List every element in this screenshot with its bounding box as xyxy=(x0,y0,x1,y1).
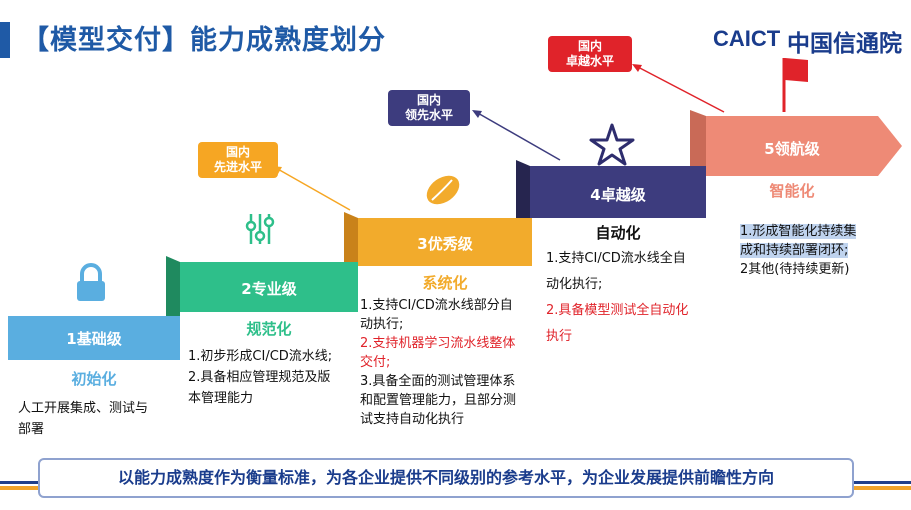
step-5-arrow xyxy=(706,116,902,176)
level-2-desc: 1.初步形成CI/CD流水线; 2.具备相应管理规范及版 本管理能力 xyxy=(188,349,333,406)
level-2-sub: 规范化 xyxy=(246,320,292,338)
level-3-label: 3优秀级 xyxy=(417,235,473,253)
step-3-block xyxy=(358,218,532,266)
level-5-desc: 1.形成智能化持续集 成和持续部署闭环; 2其他(待持续更新) xyxy=(740,224,857,277)
page-title: 【模型交付】能力成熟度划分 xyxy=(22,25,386,56)
step-2-riser xyxy=(166,256,180,316)
level-5-sub: 智能化 xyxy=(769,182,815,200)
leaf-icon xyxy=(426,175,460,205)
arrow-advanced xyxy=(275,167,351,211)
logo-caict: CAICT xyxy=(713,26,781,51)
level-5-label: 5领航级 xyxy=(764,140,820,158)
arrow-leading xyxy=(475,111,561,161)
step-5-riser xyxy=(690,110,706,166)
logo-cn: 中国信通院 xyxy=(787,31,902,57)
level-3-desc: 1.支持CI/CD流水线部分自 动执行; 2.支持机器学习流水线整体 交付; 3… xyxy=(360,298,517,427)
footer-banner: 以能力成熟度作为衡量标准，为各企业提供不同级别的参考水平，为企业发展提供前瞻性方… xyxy=(38,458,854,498)
step-4-block xyxy=(530,166,706,218)
step-3-riser xyxy=(344,212,358,262)
step-2-block xyxy=(180,262,358,312)
level-3-sub: 系统化 xyxy=(422,274,468,292)
level-1-label: 1基础级 xyxy=(66,330,122,348)
sliders-icon xyxy=(245,214,275,244)
badge-leading: 国内领先水平 xyxy=(388,90,470,126)
star-icon xyxy=(589,123,635,166)
level-4-sub: 自动化 xyxy=(595,224,641,242)
step-1-block xyxy=(8,316,180,360)
badge-excellent: 国内卓越水平 xyxy=(548,36,632,72)
step-4-riser xyxy=(516,160,530,218)
arrow-excellent xyxy=(635,65,725,113)
flag-icon xyxy=(782,58,808,112)
badge-advanced: 国内先进水平 xyxy=(198,142,278,178)
title-accent-bar xyxy=(0,22,10,58)
level-1-sub: 初始化 xyxy=(71,370,117,388)
level-1-desc: 人工开展集成、测试与 部署 xyxy=(18,401,149,437)
level-4-label: 4卓越级 xyxy=(590,186,646,204)
lock-icon xyxy=(77,263,105,301)
level-4-desc: 1.支持CI/CD流水线全自 动化执行; 2.具备模型测试全自动化 执行 xyxy=(546,251,689,344)
level-2-label: 2专业级 xyxy=(241,280,297,298)
